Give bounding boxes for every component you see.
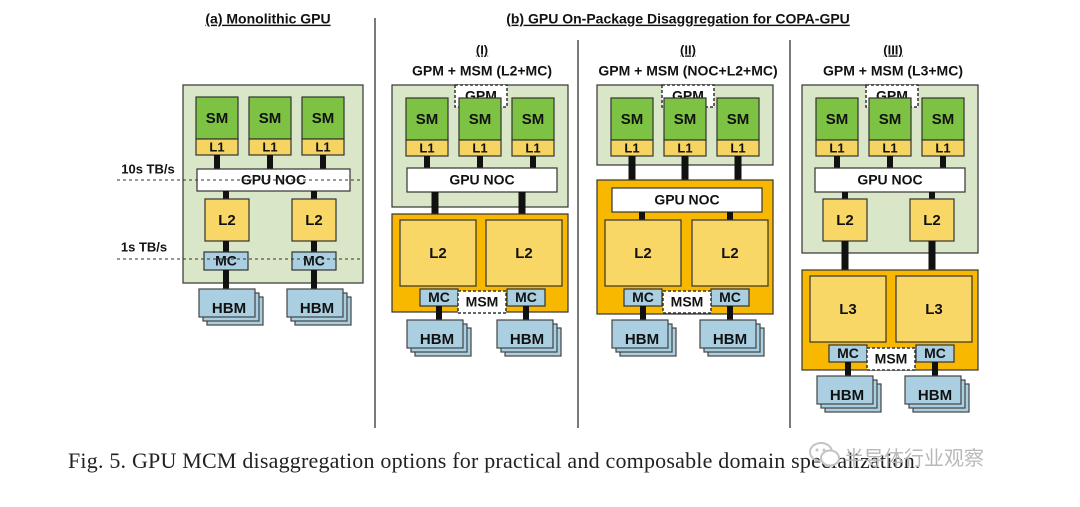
- sm-block-label: SM: [879, 111, 902, 128]
- sm-block: [716, 97, 760, 141]
- sm-block: [248, 96, 292, 140]
- l2-cache: [399, 219, 477, 287]
- l1-cache-label: L1: [829, 140, 844, 155]
- memory-controller-label: MC: [719, 289, 741, 305]
- hbm-label: HBM: [625, 331, 659, 348]
- l1-cache-label: L1: [677, 140, 692, 155]
- l2-cache-label: L2: [923, 212, 941, 229]
- hbm-label: HBM: [420, 331, 454, 348]
- bandwidth-label-mc: 1s TB/s: [121, 239, 167, 254]
- sm-block-label: SM: [416, 111, 439, 128]
- l2-cache: [909, 198, 955, 242]
- l3-cache: [809, 275, 887, 343]
- gpu-noc: [814, 167, 966, 193]
- l3-cache: [895, 275, 973, 343]
- sm-block: [195, 96, 239, 140]
- config-roman: (II): [680, 42, 696, 57]
- config-title: GPM + MSM (L3+MC): [823, 63, 963, 79]
- hbm-label: HBM: [918, 387, 952, 404]
- hbm-label: HBM: [713, 331, 747, 348]
- msm-tag: [457, 290, 507, 314]
- l2-cache-label: L2: [836, 212, 854, 229]
- config-title: GPM + MSM (NOC+L2+MC): [598, 63, 777, 79]
- watermark-text: 半导体行业观察: [844, 446, 984, 470]
- gpu-noc: [406, 167, 558, 193]
- gpu-noc-label: GPU NOC: [449, 172, 514, 188]
- memory-controller-label: MC: [837, 345, 859, 361]
- l2-cache: [691, 219, 769, 287]
- title-disaggregated: (b) GPU On-Package Disaggregation for CO…: [506, 11, 850, 27]
- figure-caption: Fig. 5. GPU MCM disaggregation options f…: [68, 448, 921, 473]
- msm-tag-label: MSM: [671, 294, 704, 310]
- gpu-noc-label: GPU NOC: [654, 192, 719, 208]
- wechat-icon: [809, 442, 840, 467]
- sm-block-label: SM: [621, 111, 644, 128]
- l2-cache: [604, 219, 682, 287]
- msm-tag-label: MSM: [875, 351, 908, 367]
- l1-cache-label: L1: [882, 140, 897, 155]
- sm-block-label: SM: [522, 111, 545, 128]
- hbm-label: HBM: [510, 331, 544, 348]
- l2-cache-label: L2: [218, 212, 236, 229]
- l3-cache-label: L3: [925, 301, 943, 318]
- msm-tag: [866, 347, 916, 371]
- title-monolithic: (a) Monolithic GPU: [205, 11, 330, 27]
- l1-cache-label: L1: [624, 140, 639, 155]
- config-roman: (III): [883, 42, 903, 57]
- hbm-label: HBM: [212, 300, 246, 317]
- sm-block-label: SM: [932, 111, 955, 128]
- memory-controller-label: MC: [924, 345, 946, 361]
- sm-block-label: SM: [674, 111, 697, 128]
- l2-cache: [291, 198, 337, 242]
- memory-controller-label: MC: [515, 289, 537, 305]
- hbm-label: HBM: [300, 300, 334, 317]
- l1-cache-label: L1: [315, 139, 330, 154]
- gpu-noc: [611, 187, 763, 213]
- sm-block: [405, 97, 449, 141]
- sm-block-label: SM: [259, 110, 282, 127]
- msm-tag-label: MSM: [466, 294, 499, 310]
- sm-block-label: SM: [206, 110, 229, 127]
- l2-cache-label: L2: [305, 212, 323, 229]
- l2-cache: [204, 198, 250, 242]
- l1-cache-label: L1: [419, 140, 434, 155]
- config-roman: (I): [476, 42, 488, 57]
- l1-cache-label: L1: [935, 140, 950, 155]
- disaggregation-diagram: (a) Monolithic GPU (b) GPU On-Package Dis…: [117, 11, 979, 428]
- sm-block-label: SM: [312, 110, 335, 127]
- msm-tag: [662, 290, 712, 314]
- memory-controller-label: MC: [632, 289, 654, 305]
- gpu-noc-label: GPU NOC: [857, 172, 922, 188]
- sm-block: [610, 97, 654, 141]
- bandwidth-label-noc: 10s TB/s: [121, 161, 174, 176]
- hbm-label: HBM: [830, 387, 864, 404]
- l3-cache-label: L3: [839, 301, 857, 318]
- l1-cache-label: L1: [472, 140, 487, 155]
- sm-block: [458, 97, 502, 141]
- l1-cache-label: L1: [209, 139, 224, 154]
- l2-cache-label: L2: [429, 245, 447, 262]
- sm-block-label: SM: [469, 111, 492, 128]
- l2-cache-label: L2: [721, 245, 739, 262]
- l1-cache-label: L1: [730, 140, 745, 155]
- sm-block: [921, 97, 965, 141]
- watermark: 半导体行业观察: [808, 440, 1058, 474]
- l2-cache-label: L2: [634, 245, 652, 262]
- l1-cache-label: L1: [525, 140, 540, 155]
- l2-cache: [485, 219, 563, 287]
- sm-block: [511, 97, 555, 141]
- memory-controller-label: MC: [215, 253, 237, 269]
- memory-controller-label: MC: [303, 253, 325, 269]
- l2-cache-label: L2: [515, 245, 533, 262]
- l2-cache: [822, 198, 868, 242]
- sm-block-label: SM: [727, 111, 750, 128]
- l1-cache-label: L1: [262, 139, 277, 154]
- config-title: GPM + MSM (L2+MC): [412, 63, 552, 79]
- sm-block-label: SM: [826, 111, 849, 128]
- memory-controller-label: MC: [428, 289, 450, 305]
